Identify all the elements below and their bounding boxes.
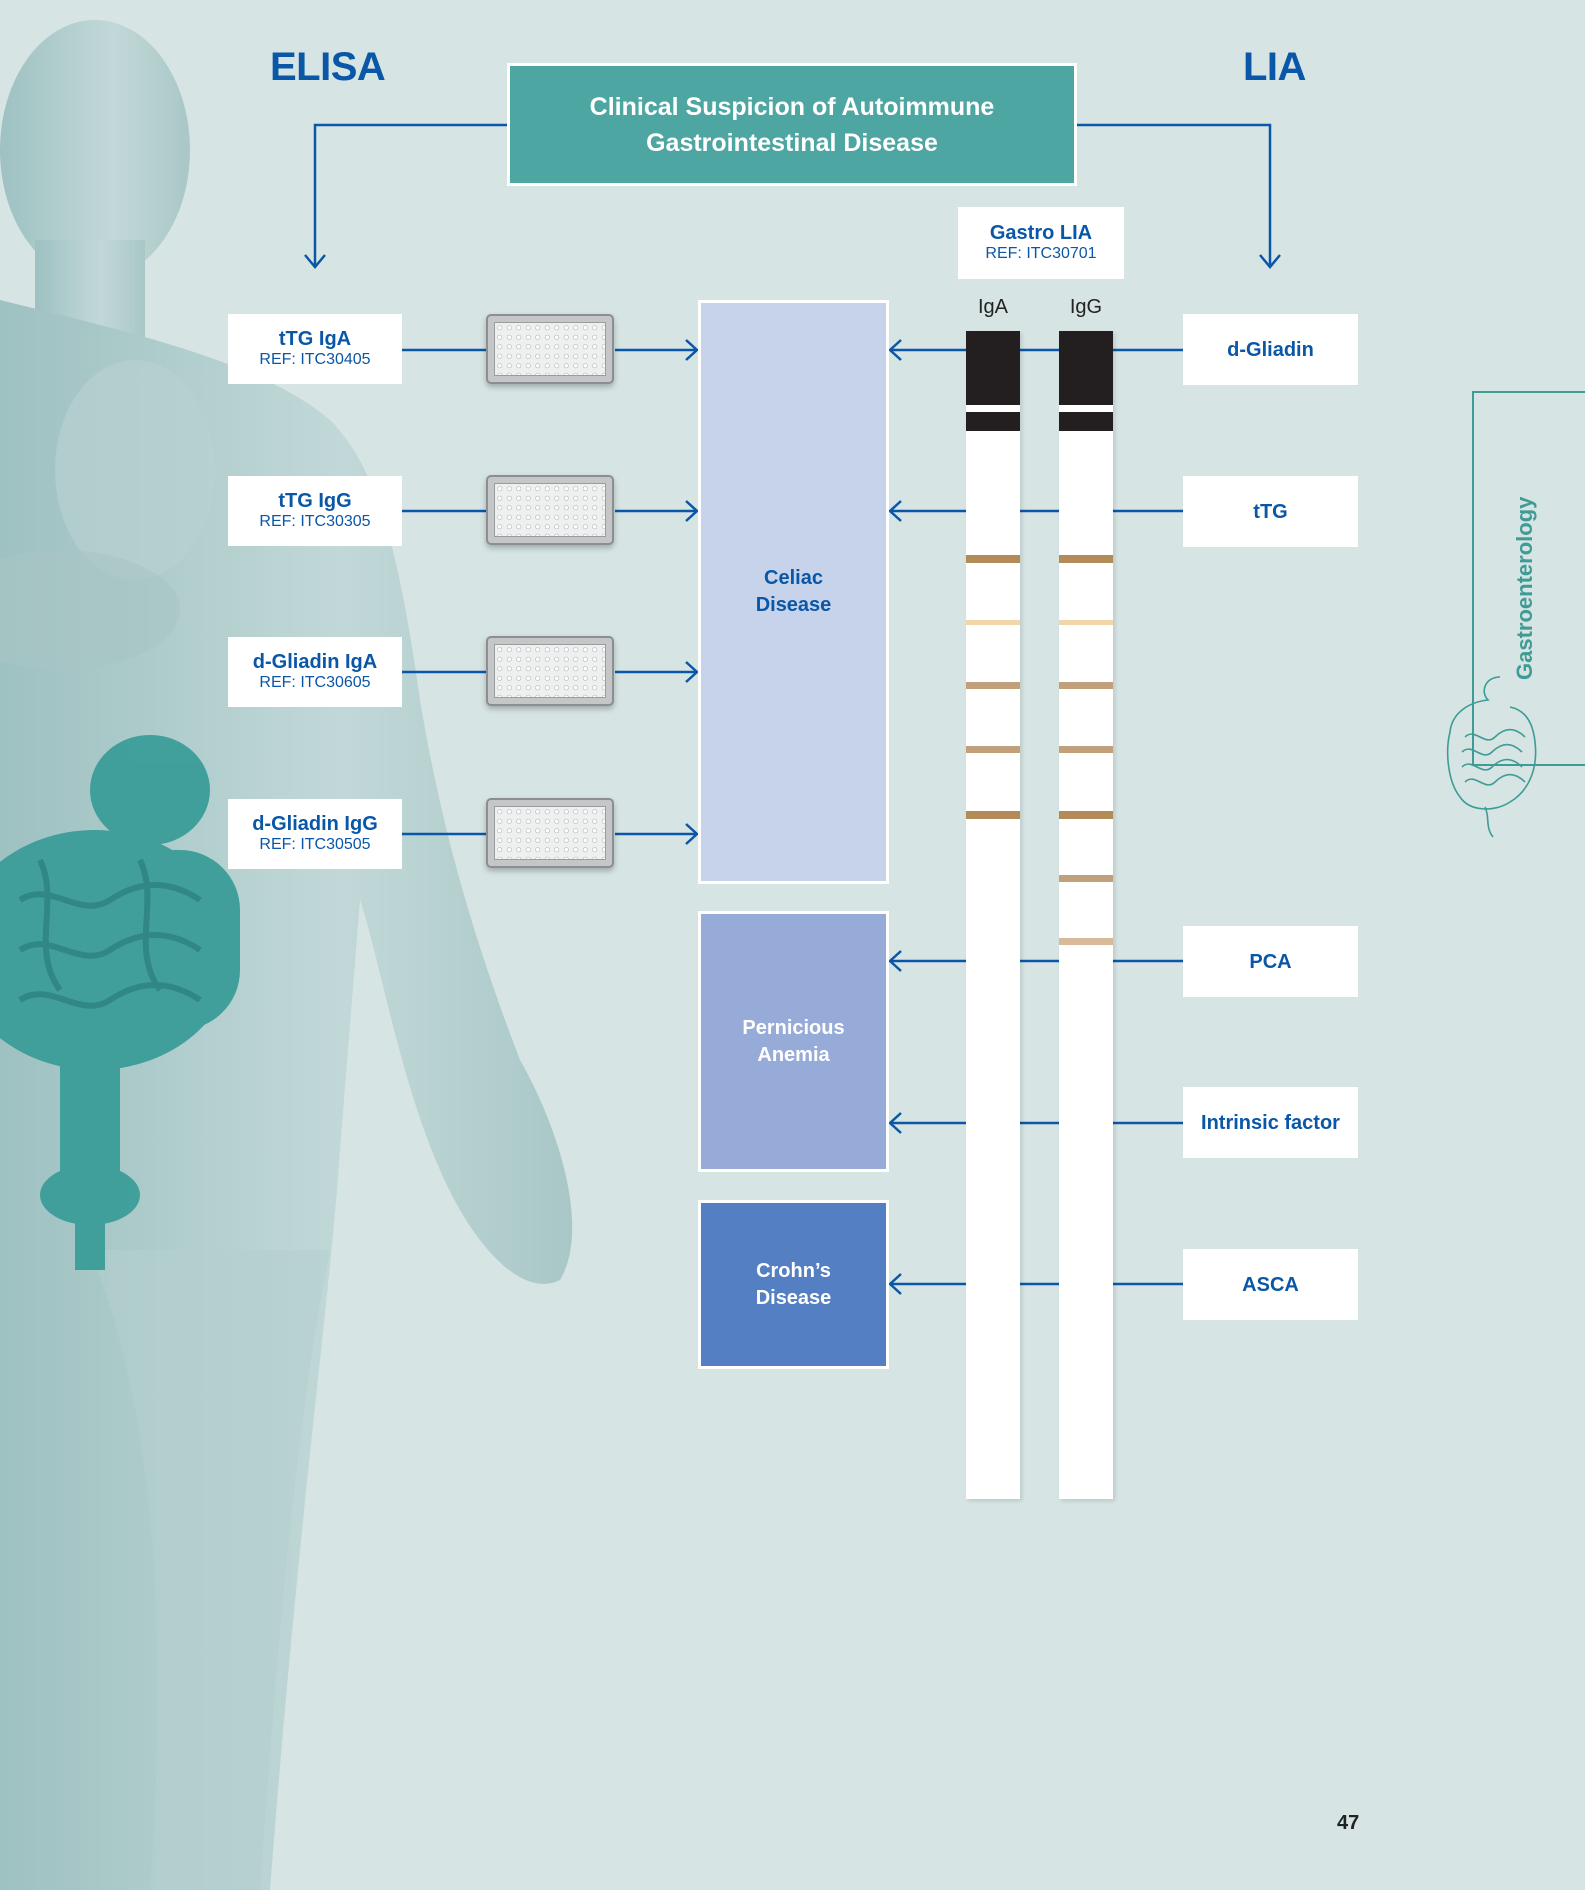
gastro-lia-name: Gastro LIA xyxy=(958,222,1124,244)
elisa-test-ttg-igg: tTG IgG REF: ITC30305 xyxy=(228,476,402,546)
elisa-plate-icon xyxy=(486,798,614,868)
title-line-1: Clinical Suspicion of Autoimmune xyxy=(510,89,1074,125)
gastro-lia-box: Gastro LIA REF: ITC30701 xyxy=(958,207,1124,279)
lia-strip-iga xyxy=(966,331,1020,1499)
elisa-test-ref: REF: ITC30305 xyxy=(228,512,402,532)
elisa-test-ref: REF: ITC30405 xyxy=(228,350,402,370)
page-number: 47 xyxy=(1337,1812,1359,1835)
disease-label-line1: Pernicious xyxy=(701,1015,886,1042)
crohns-disease-box: Crohn’s Disease xyxy=(698,1200,889,1369)
lia-antigen-pca: PCA xyxy=(1183,926,1358,997)
strip-band xyxy=(966,682,1020,689)
strip-band xyxy=(1059,620,1113,625)
strip-band xyxy=(966,555,1020,563)
strip-band xyxy=(1059,555,1113,563)
lia-antigen-name: PCA xyxy=(1183,951,1358,973)
disease-label-line2: Anemia xyxy=(701,1042,886,1069)
strip-band xyxy=(966,746,1020,753)
strip-label-igg: IgG xyxy=(1059,296,1113,319)
strip-band xyxy=(966,620,1020,625)
elisa-test-name: d-Gliadin IgG xyxy=(228,813,402,835)
lia-antigen-name: tTG xyxy=(1183,501,1358,523)
strip-control-block xyxy=(966,331,1020,405)
celiac-disease-box: Celiac Disease xyxy=(698,300,889,884)
strip-band xyxy=(1059,746,1113,753)
disease-label-line1: Crohn’s xyxy=(701,1258,886,1285)
elisa-plate-icon xyxy=(486,314,614,384)
disease-label-line1: Celiac xyxy=(701,565,886,592)
elisa-test-name: tTG IgG xyxy=(228,490,402,512)
elisa-plate-icon xyxy=(486,475,614,545)
gastro-lia-ref: REF: ITC30701 xyxy=(958,244,1124,264)
elisa-plate-icon xyxy=(486,636,614,706)
title-line-2: Gastrointestinal Disease xyxy=(510,125,1074,161)
elisa-test-name: d-Gliadin IgA xyxy=(228,651,402,673)
side-tab-label: Gastroenterology xyxy=(1512,497,1538,680)
strip-band xyxy=(966,811,1020,819)
strip-band xyxy=(1059,875,1113,882)
disease-label-line2: Disease xyxy=(701,1285,886,1312)
pernicious-anemia-box: Pernicious Anemia xyxy=(698,911,889,1172)
intestine-icon xyxy=(1440,672,1545,842)
lia-antigen-dgliadin: d-Gliadin xyxy=(1183,314,1358,385)
lia-antigen-intrinsic-factor: Intrinsic factor xyxy=(1183,1087,1358,1158)
lia-antigen-name: d-Gliadin xyxy=(1183,339,1358,361)
elisa-test-name: tTG IgA xyxy=(228,328,402,350)
disease-label-line2: Disease xyxy=(701,592,886,619)
clinical-suspicion-box: Clinical Suspicion of Autoimmune Gastroi… xyxy=(507,63,1077,186)
strip-control-band xyxy=(966,412,1020,431)
strip-control-block xyxy=(1059,331,1113,405)
elisa-test-ttg-iga: tTG IgA REF: ITC30405 xyxy=(228,314,402,384)
lia-strip-igg xyxy=(1059,331,1113,1499)
strip-band xyxy=(1059,811,1113,819)
strip-label-iga: IgA xyxy=(966,296,1020,319)
elisa-test-dgliadin-iga: d-Gliadin IgA REF: ITC30605 xyxy=(228,637,402,707)
lia-antigen-name: ASCA xyxy=(1183,1274,1358,1296)
strip-band xyxy=(1059,682,1113,689)
strip-band xyxy=(1059,938,1113,945)
elisa-test-dgliadin-igg: d-Gliadin IgG REF: ITC30505 xyxy=(228,799,402,869)
strip-control-band xyxy=(1059,412,1113,431)
lia-antigen-name: Intrinsic factor xyxy=(1183,1112,1358,1134)
lia-antigen-asca: ASCA xyxy=(1183,1249,1358,1320)
lia-antigen-ttg: tTG xyxy=(1183,476,1358,547)
elisa-test-ref: REF: ITC30605 xyxy=(228,673,402,693)
elisa-test-ref: REF: ITC30505 xyxy=(228,835,402,855)
